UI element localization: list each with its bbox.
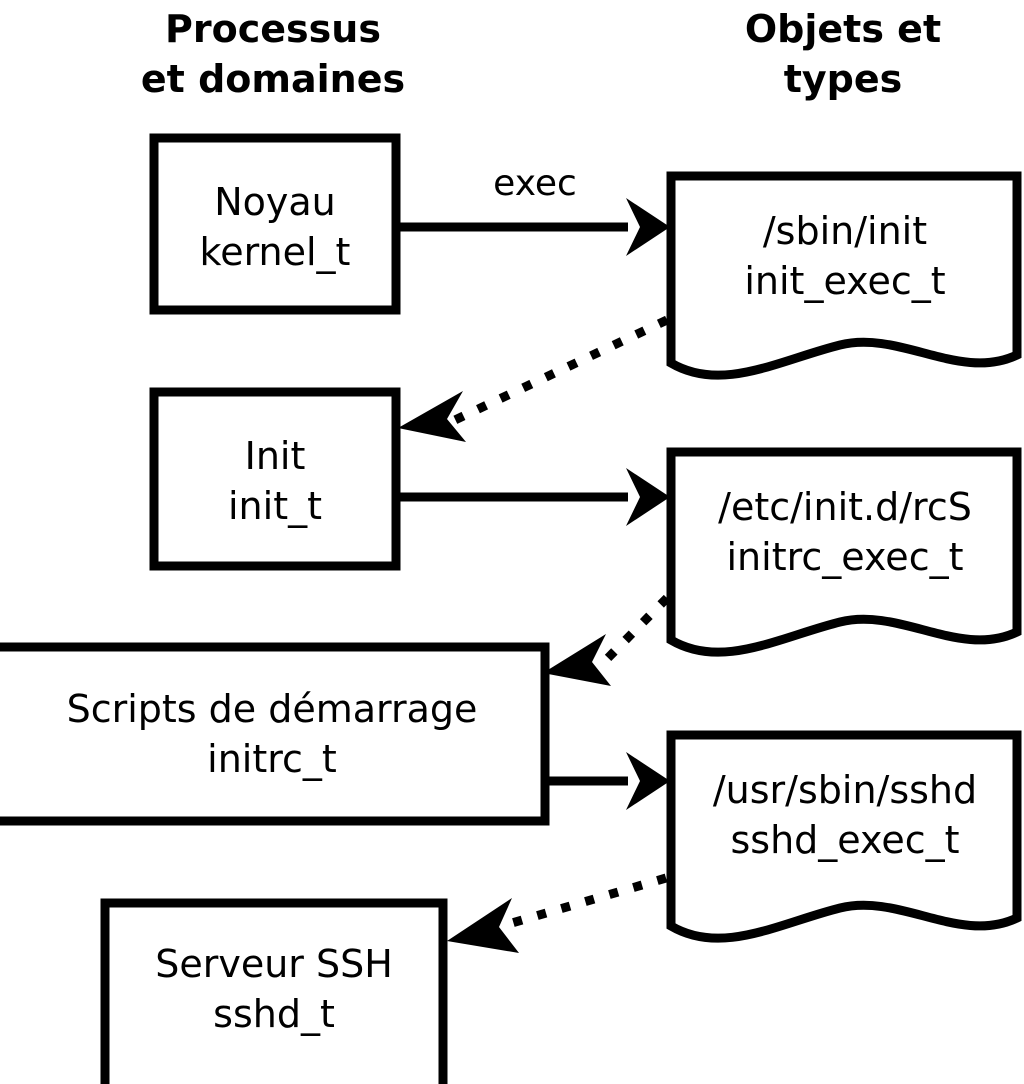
edge-init-exec-to-init: [398, 315, 669, 442]
node-sshd-exec-line1: /usr/sbin/sshd: [713, 768, 977, 812]
column-header-processes: Processus et domaines: [141, 7, 405, 101]
node-initrc-exec-line1: /etc/init.d/rcS: [718, 485, 972, 529]
node-init-exec-document[interactable]: [666, 171, 1022, 380]
node-initrc-exec[interactable]: /etc/init.d/rcS initrc_exec_t: [666, 447, 1022, 657]
node-sshd-line2: sshd_t: [213, 992, 335, 1036]
node-init-exec-line1: /sbin/init: [763, 209, 927, 253]
edge-kernel-to-init-exec-arrowhead: [626, 198, 670, 256]
edge-sshd-exec-to-sshd-arrowhead: [447, 898, 519, 953]
node-init-box[interactable]: [149, 387, 401, 571]
edge-initrc-to-sshd-exec: [545, 752, 670, 810]
node-init-line1: Init: [245, 434, 306, 478]
edge-initrc-exec-to-initrc-arrowhead: [543, 634, 611, 686]
node-init-exec[interactable]: /sbin/init init_exec_t: [666, 171, 1022, 380]
node-sshd-exec-line2: sshd_exec_t: [730, 818, 959, 862]
edge-initrc-to-sshd-exec-arrowhead: [626, 752, 670, 810]
edge-sshd-exec-to-sshd: [447, 873, 668, 953]
node-initrc[interactable]: Scripts de démarrage initrc_t: [0, 642, 550, 826]
node-kernel-line2: kernel_t: [200, 230, 351, 274]
column-header-objects: Objets et types: [745, 7, 941, 101]
node-initrc-line2: initrc_t: [207, 737, 337, 781]
edge-init-to-initrc-exec: [396, 468, 670, 526]
node-sshd-line1: Serveur SSH: [155, 942, 393, 986]
column-header-objects-line2: types: [784, 57, 903, 101]
node-initrc-box[interactable]: [0, 642, 550, 826]
edge-initrc-exec-to-initrc: [543, 594, 671, 686]
edge-init-to-initrc-exec-arrowhead: [626, 468, 670, 526]
node-init-line2: init_t: [228, 484, 322, 528]
node-sshd[interactable]: Serveur SSH sshd_t: [100, 898, 448, 1084]
edge-label-exec: exec: [493, 163, 577, 204]
node-kernel-line1: Noyau: [214, 180, 336, 224]
edge-init-exec-to-init-arrowhead: [398, 391, 466, 442]
node-kernel-box[interactable]: [149, 133, 401, 315]
node-initrc-exec-line2: initrc_exec_t: [727, 535, 964, 579]
edge-kernel-to-init-exec: exec: [396, 163, 670, 256]
node-sshd-exec[interactable]: /usr/sbin/sshd sshd_exec_t: [666, 730, 1022, 943]
node-sshd-box[interactable]: [100, 898, 448, 1084]
edge-sshd-exec-to-sshd-line: [503, 873, 668, 930]
edge-initrc-exec-to-initrc-line: [598, 594, 671, 668]
node-init[interactable]: Init init_t: [149, 387, 401, 571]
node-init-exec-line2: init_exec_t: [744, 259, 945, 303]
node-initrc-exec-document[interactable]: [666, 447, 1022, 657]
column-header-objects-line1: Objets et: [745, 7, 941, 51]
node-initrc-line1: Scripts de démarrage: [67, 687, 478, 731]
column-header-processes-line1: Processus: [165, 7, 381, 51]
node-sshd-exec-document[interactable]: [666, 730, 1022, 943]
node-kernel[interactable]: Noyau kernel_t: [149, 133, 401, 315]
column-header-processes-line2: et domaines: [141, 57, 405, 101]
